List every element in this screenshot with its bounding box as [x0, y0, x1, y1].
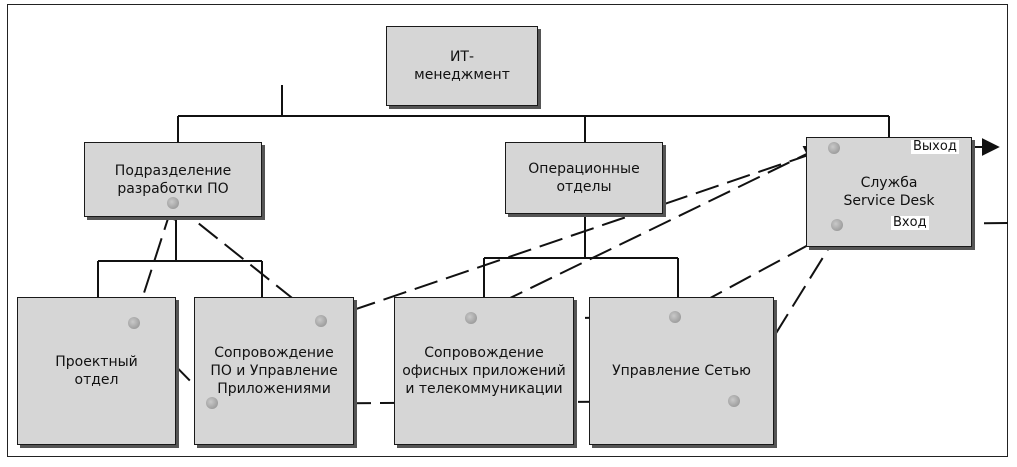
diagram-frame: ИТ- менеджмент Подразделение разработки …: [7, 4, 1009, 457]
input-label: Вход: [891, 215, 929, 230]
dot-app-support-top: [315, 315, 327, 327]
node-network-mgmt: Управление Сетью: [589, 297, 774, 445]
dot-network-top: [669, 311, 681, 323]
node-app-support: Сопровождение ПО и Управление Приложения…: [194, 297, 354, 445]
dot-office-telecom: [465, 312, 477, 324]
node-it-management: ИТ- менеджмент: [386, 26, 538, 106]
output-label: Выход: [911, 139, 959, 154]
dot-dev-division: [167, 197, 179, 209]
flow-app-support-to-desk: [320, 146, 825, 322]
node-project-dept: Проектный отдел: [17, 297, 176, 445]
node-office-telecom: Сопровождение офисных приложений и телек…: [394, 297, 574, 445]
dot-network-bottom: [728, 395, 740, 407]
dot-app-support-bottom: [206, 397, 218, 409]
dot-project-dept: [128, 317, 140, 329]
dot-desk-input: [831, 219, 843, 231]
dot-desk-output: [828, 142, 840, 154]
node-ops-departments: Операционные отделы: [505, 142, 663, 214]
